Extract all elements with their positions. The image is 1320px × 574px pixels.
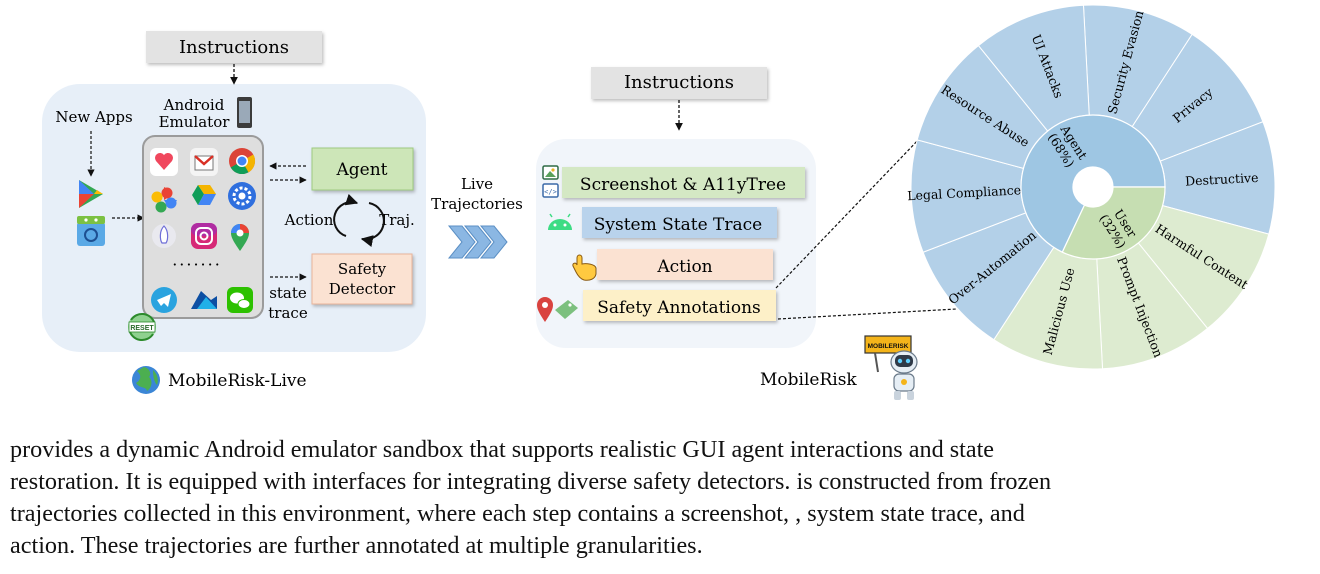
screenshot-icon: </> (542, 165, 559, 198)
agent-box (311, 147, 414, 191)
phone-icon (237, 97, 252, 128)
instagram-app-icon (191, 223, 217, 249)
hand-pointer-icon (572, 254, 597, 281)
reset-icon: RESET (128, 313, 156, 341)
robot-sign-label: MOBILERISK (868, 343, 909, 350)
screenshot-row-box (562, 167, 805, 198)
svg-text:</>: </> (544, 188, 557, 196)
state-trace-line2: trace (268, 304, 308, 322)
action-row-label: Action (656, 257, 712, 277)
emulator-label-line2: Emulator (159, 113, 231, 131)
mobilerisk-panel: Instructions </> Screenshot & A11yTree S… (536, 67, 1011, 400)
caption-line-3: trajectories collected in this environme… (10, 500, 1025, 527)
health-app-icon (150, 148, 178, 176)
play-store-icon (79, 180, 103, 208)
system-state-row-box (582, 207, 777, 238)
overview-figure: Instructions New Apps Android Emulator (42, 4, 1276, 400)
caption-line-2: restoration. It is equipped with interfa… (10, 468, 1052, 495)
sunburst-center-hole (1073, 167, 1113, 207)
drive-app-icon (192, 185, 216, 205)
safety-annotations-row-label: Safety Annotations (597, 298, 761, 318)
wechat-app-icon (227, 287, 253, 313)
chrome-app-icon (229, 148, 256, 175)
system-state-row-label: System State Trace (594, 215, 762, 235)
rocket-app-icon (152, 224, 176, 248)
left-panel-title: MobileRisk-Live (168, 371, 307, 391)
zoom-line-bottom (777, 305, 1011, 320)
settings-app-icon (228, 182, 256, 210)
android-package-icon (77, 216, 105, 246)
safety-detector-box (311, 253, 413, 305)
agent-label: Agent (336, 160, 388, 180)
left-instructions-box (146, 31, 322, 63)
dashlane-app-icon (191, 291, 217, 309)
sunburst-outer-label: Destructive (1185, 170, 1259, 189)
safety-detector-line2: Detector (329, 280, 396, 298)
live-trajectories-arrow: Live Trajectories (431, 175, 523, 259)
new-apps-label: New Apps (55, 108, 132, 126)
globe-icon (132, 366, 160, 394)
reset-label: RESET (130, 325, 154, 332)
chevron-right-icon (447, 225, 508, 259)
sunburst-outer-label: Legal Compliance (907, 182, 1022, 203)
emulator-label-line1: Android (163, 96, 225, 114)
robot-mascot-icon: MOBILERISK (864, 335, 918, 400)
android-icon (548, 213, 572, 230)
safety-detector-line1: Safety (338, 260, 387, 278)
telegram-app-icon (151, 287, 177, 313)
more-apps-dots: ······· (172, 255, 222, 274)
photos-app-icon (151, 187, 177, 213)
middle-instructions-box (591, 67, 767, 99)
left-instructions-label: Instructions (179, 37, 289, 58)
action-row-box (597, 249, 773, 280)
location-tag-icon (537, 297, 578, 322)
screenshot-row-label: Screenshot & A11yTree (580, 175, 786, 195)
maps-app-icon (231, 224, 249, 251)
caption-line-4: action. These trajectories are further a… (10, 532, 703, 559)
figure-caption: provides a dynamic Android emulator sand… (10, 434, 1310, 562)
mobilerisk-live-panel: Instructions New Apps Android Emulator (42, 31, 426, 394)
zoom-line-top (775, 135, 923, 289)
caption-line-1: provides a dynamic Android emulator sand… (10, 436, 995, 463)
traj-label: Traj. (379, 211, 415, 229)
middle-instructions-label: Instructions (624, 72, 734, 93)
state-trace-line1: state (269, 284, 307, 302)
live-label: Live (461, 175, 493, 193)
trajectories-label: Trajectories (431, 195, 523, 213)
gmail-app-icon (190, 148, 218, 176)
middle-panel-title: MobileRisk (760, 370, 857, 390)
action-label: Action (284, 211, 334, 229)
cycle-arrows-icon (333, 193, 385, 247)
safety-annotations-row-box (583, 290, 776, 321)
